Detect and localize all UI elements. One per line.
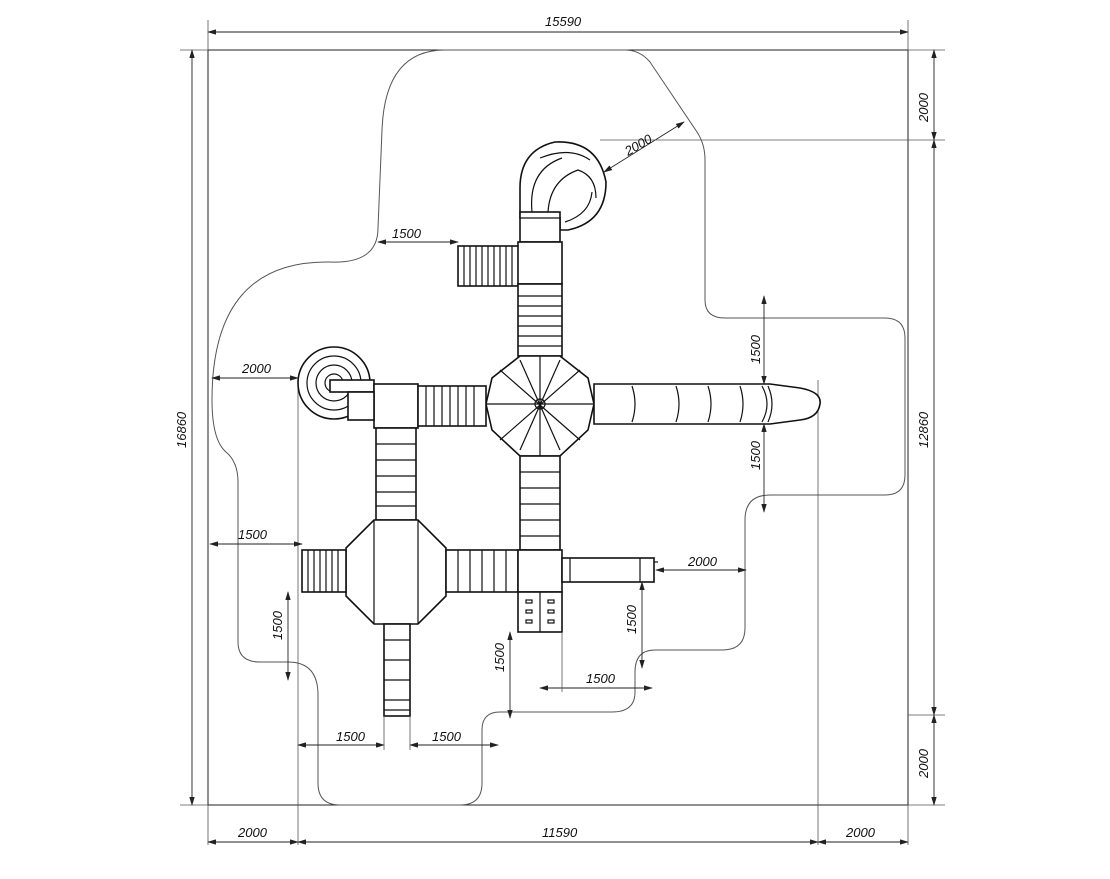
upper-tower [517,241,563,285]
dim-tube-clearance-top: 1500 [748,334,763,364]
dim-slide-clearance: 2000 [621,131,655,159]
dim-stair-clearance-top: 1500 [392,226,422,241]
dim-right-lower: 2000 [916,748,931,779]
center-vertical-bridge [519,455,561,551]
upper-horizontal-bridge [417,385,487,427]
playground-structure [297,141,821,717]
dim-right-slide-clearance: 2000 [687,554,718,569]
top-tube-slide [519,141,607,243]
dim-bottom-slide-right: 1500 [432,729,462,744]
right-small-slide [561,557,658,583]
dim-top-total: 15590 [545,14,582,29]
dim-tube-clearance-bottom: 1500 [748,440,763,470]
dim-left-clearance: 2000 [241,361,272,376]
safety-zone-outline [211,49,906,806]
dim-bottom-middle: 11590 [542,825,578,840]
central-tower-roof [485,355,595,457]
dim-right-middle: 12860 [916,411,931,448]
dim-bottom-left: 2000 [237,825,268,840]
climbing-panel [517,591,563,633]
dim-left-stair-clearance: 1500 [238,527,268,542]
top-left-stairs [457,245,521,287]
upper-bridge [517,283,563,357]
lower-octagon-tower [345,519,447,625]
dim-left-total: 16860 [174,411,189,448]
dim-bottom-right: 2000 [845,825,876,840]
lower-center-tower [517,549,563,593]
dim-right-upper: 2000 [916,92,931,123]
dimension-labels: 15590 16860 2000 12860 2000 2000 11590 2… [174,14,931,840]
dim-panel-clearance-horizontal: 1500 [586,671,616,686]
left-upper-tower [373,383,419,429]
left-upper-platform [347,391,375,421]
left-vertical-bridge [375,427,417,521]
right-tube-slide [593,383,821,425]
bottom-slide [383,623,411,717]
lower-horizontal-bridge [445,549,519,593]
dim-left-stair-vertical: 1500 [270,610,285,640]
lower-left-stairs [301,549,347,593]
dim-panel-clearance-vertical: 1500 [492,642,507,672]
dim-right-slide-vertical: 1500 [624,604,639,634]
dimension-lines [189,29,937,845]
dim-bottom-slide-left: 1500 [336,729,366,744]
